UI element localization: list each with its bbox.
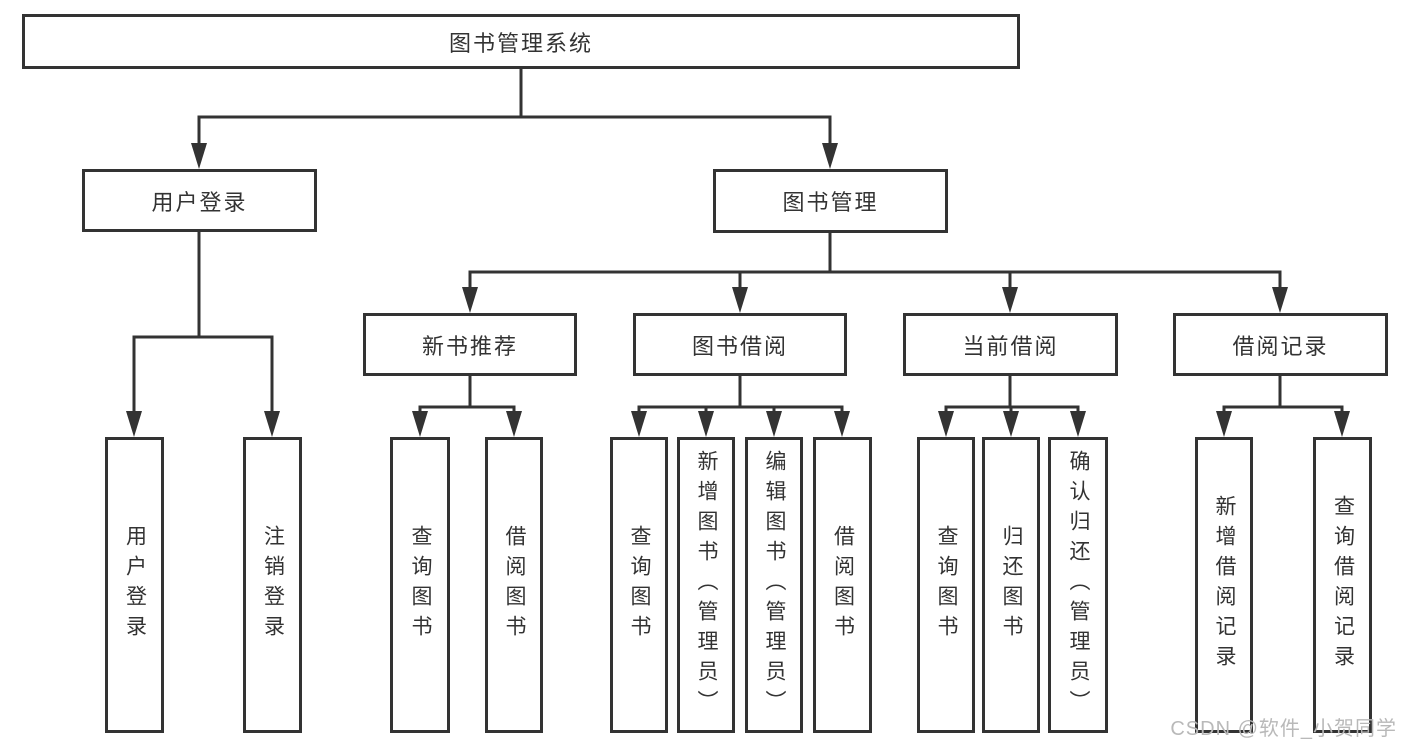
leaf-add-borrow-record: 新增借阅记录: [1195, 437, 1253, 733]
leaf-current-query-books-label: 查询图书: [935, 525, 958, 645]
node-current-borrowing-label: 当前借阅: [962, 333, 1059, 359]
leaf-recommend-query-books-label: 查询图书: [409, 525, 432, 645]
leaf-query-borrow-record-label: 查询借阅记录: [1331, 495, 1355, 675]
csdn-watermark: CSDN @软件_小贺同学: [1170, 718, 1397, 740]
node-book-management-label: 图书管理: [782, 190, 879, 215]
node-root-label: 图书管理系统: [448, 30, 593, 56]
leaf-edit-books-admin-label: 编辑图书（管理员）: [763, 450, 786, 720]
node-book-borrowing: 图书借阅: [633, 313, 847, 376]
leaf-confirm-return-admin-label: 确认归还（管理员）: [1067, 450, 1090, 720]
node-borrowing-records: 借阅记录: [1173, 313, 1388, 376]
leaf-recommend-borrow-books: 借阅图书: [485, 437, 543, 733]
leaf-borrowing-query-books-label: 查询图书: [628, 525, 651, 645]
leaf-recommend-borrow-books-label: 借阅图书: [503, 525, 526, 645]
node-user-login-label: 用户登录: [151, 189, 248, 215]
leaf-logout-label: 注销登录: [261, 525, 285, 645]
leaf-add-books-admin: 新增图书（管理员）: [677, 437, 735, 733]
leaf-return-books-label: 归还图书: [1000, 525, 1023, 645]
node-book-management: 图书管理: [713, 169, 948, 233]
leaf-user-login: 用户登录: [105, 437, 164, 733]
node-book-borrowing-label: 图书借阅: [691, 333, 788, 359]
leaf-current-query-books: 查询图书: [917, 437, 975, 733]
leaf-borrowing-borrow-books: 借阅图书: [813, 437, 872, 733]
node-current-borrowing: 当前借阅: [903, 313, 1118, 376]
leaf-query-borrow-record: 查询借阅记录: [1313, 437, 1372, 733]
node-new-book-recommend: 新书推荐: [363, 313, 577, 376]
leaf-user-login-label: 用户登录: [123, 525, 147, 645]
leaf-add-books-admin-label: 新增图书（管理员）: [695, 450, 718, 720]
leaf-confirm-return-admin: 确认归还（管理员）: [1048, 437, 1108, 733]
node-new-book-recommend-label: 新书推荐: [421, 333, 518, 359]
leaf-edit-books-admin: 编辑图书（管理员）: [745, 437, 803, 733]
node-user-login: 用户登录: [82, 169, 317, 232]
leaf-borrowing-query-books: 查询图书: [610, 437, 668, 733]
leaf-logout: 注销登录: [243, 437, 302, 733]
leaf-recommend-query-books: 查询图书: [390, 437, 450, 733]
leaf-borrowing-borrow-books-label: 借阅图书: [831, 525, 855, 645]
leaf-return-books: 归还图书: [982, 437, 1040, 733]
node-root: 图书管理系统: [22, 14, 1020, 69]
leaf-add-borrow-record-label: 新增借阅记录: [1213, 495, 1236, 675]
node-borrowing-records-label: 借阅记录: [1232, 333, 1329, 359]
